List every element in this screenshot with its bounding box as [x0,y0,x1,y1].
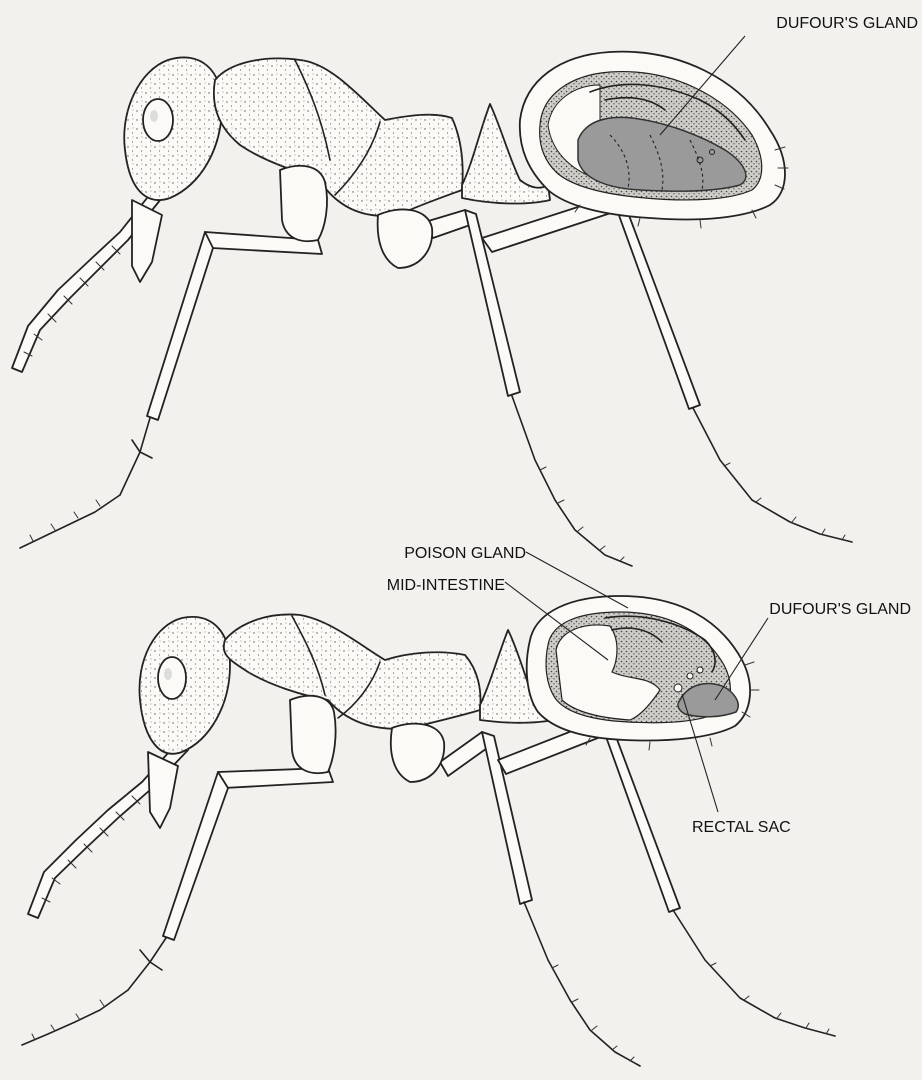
poison-gland-label: POISON GLAND [404,545,526,562]
top-ant-middle-leg [425,210,632,566]
top-ant-front-leg [20,232,322,548]
bottom-ant-hind-leg [498,720,835,1036]
mid-intestine-label: MID-INTESTINE [387,577,505,594]
bottom-poison-gland-leader [526,552,628,608]
rectal-sac-label: RECTAL SAC [692,819,791,836]
bottom-ant: POISON GLAND MID-INTESTINE DUFOUR'S GLAN… [22,545,911,1066]
bottom-ant-front-leg [22,768,333,1045]
bottom-rectal-sac [674,684,682,692]
top-ant-gaster [520,52,788,228]
bottom-ant-eye [158,657,186,699]
top-ant-mandible [132,200,162,282]
bottom-dufours-gland-label: DUFOUR'S GLAND [769,601,911,618]
top-ant-eye [143,99,173,141]
top-ant-hind-leg [482,196,852,542]
top-ant: DUFOUR'S GLAND [12,15,918,566]
bottom-ant-mandible [148,752,178,828]
bottom-ant-coxa [290,696,336,773]
bottom-ant-middle-leg [440,732,640,1066]
bottom-ant-gaster [527,596,759,750]
top-ant-coxa [280,166,327,241]
top-dufours-gland-label: DUFOUR'S GLAND [776,15,918,32]
